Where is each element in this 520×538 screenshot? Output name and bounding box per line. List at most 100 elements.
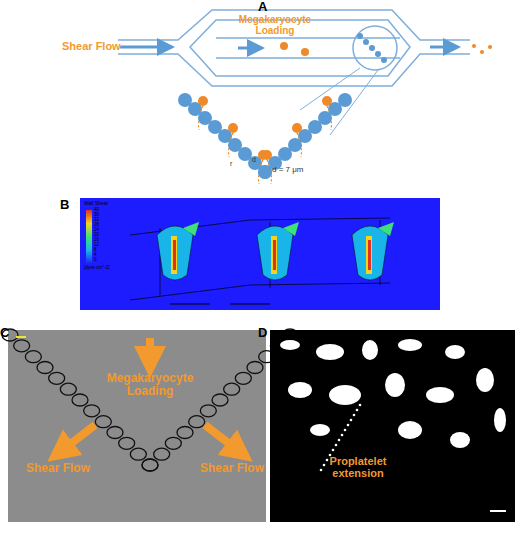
figure-shape bbox=[494, 408, 506, 432]
proplatelet-label: Proplatelet extension bbox=[318, 455, 398, 479]
figure-shape bbox=[350, 419, 353, 422]
figure-shape bbox=[357, 33, 387, 63]
figure-shape bbox=[273, 240, 276, 270]
figure-shape bbox=[60, 425, 95, 452]
figure-shape bbox=[173, 240, 176, 270]
figure-shape bbox=[283, 222, 299, 236]
figure-shape bbox=[338, 439, 341, 442]
figure-shape bbox=[170, 304, 210, 305]
figure-shape bbox=[344, 429, 347, 432]
figure-shape bbox=[450, 432, 470, 448]
figure-shape bbox=[228, 123, 238, 133]
panel-letter: B bbox=[60, 198, 69, 212]
figure-shape bbox=[258, 165, 272, 179]
figure-shape bbox=[190, 20, 410, 76]
figure-shape bbox=[235, 372, 251, 384]
figure-shape bbox=[381, 57, 387, 63]
figure-shape bbox=[157, 226, 193, 280]
figure-shape bbox=[178, 93, 352, 184]
figure-shape bbox=[118, 10, 470, 40]
figure-shape bbox=[280, 42, 288, 50]
figure-shape bbox=[288, 382, 312, 398]
figure-shape bbox=[154, 448, 170, 460]
figure-shape bbox=[445, 345, 465, 359]
colorbar-tick: 0 bbox=[94, 258, 97, 263]
figure-shape bbox=[84, 405, 100, 417]
figure-shape bbox=[322, 96, 332, 106]
figure-shape bbox=[198, 96, 208, 106]
figure-shape bbox=[230, 304, 270, 305]
figure-shape bbox=[353, 26, 397, 70]
figure-shape bbox=[212, 394, 228, 406]
colorbar-title: Wall Shear bbox=[84, 201, 108, 207]
figure-shape bbox=[107, 427, 123, 439]
figure-shape bbox=[323, 464, 326, 467]
figure-shape bbox=[130, 218, 390, 300]
figure-shape bbox=[385, 373, 405, 397]
figure-shape bbox=[341, 434, 344, 437]
figure-shape bbox=[262, 150, 272, 160]
figure-shape bbox=[120, 46, 172, 49]
figure-shape bbox=[165, 437, 181, 449]
flow-label: Shear Flow bbox=[62, 40, 121, 52]
figure-shape bbox=[130, 448, 146, 460]
figure-shape bbox=[301, 48, 309, 56]
figure-shape bbox=[353, 414, 356, 417]
figure-shape bbox=[280, 340, 300, 350]
figure-shape bbox=[430, 46, 458, 49]
figure-shape bbox=[8, 330, 266, 522]
figure-shape bbox=[300, 68, 360, 110]
figure-shape bbox=[14, 340, 30, 352]
figure-shape bbox=[238, 47, 262, 50]
figure-shape bbox=[142, 459, 158, 471]
figure-shape bbox=[118, 10, 470, 86]
figure-shape bbox=[347, 424, 350, 427]
figure-shape bbox=[60, 383, 76, 395]
figure-shape bbox=[257, 226, 293, 280]
panel-letter: A bbox=[258, 0, 267, 14]
figure-shape bbox=[95, 416, 111, 428]
figure-shape bbox=[72, 394, 88, 406]
figure-shape bbox=[363, 39, 369, 45]
figure-shape bbox=[476, 368, 494, 392]
figure-shape bbox=[310, 424, 330, 436]
figure-shape bbox=[375, 51, 381, 57]
loading-label: Megakaryocyte Loading bbox=[90, 372, 210, 398]
figure-shape bbox=[426, 387, 454, 403]
figure-shape bbox=[398, 421, 422, 439]
dimension: r bbox=[230, 160, 232, 168]
colorbar-unit: [dyne cm^-2] bbox=[84, 266, 110, 271]
dimension: d bbox=[252, 156, 256, 164]
figure-shape bbox=[357, 33, 363, 39]
figure-shape bbox=[2, 329, 298, 471]
figure-shape bbox=[316, 344, 344, 360]
figure-shape bbox=[80, 198, 440, 310]
figure-shape bbox=[368, 240, 371, 270]
figure-shape bbox=[320, 469, 323, 472]
figure-shape bbox=[271, 236, 277, 274]
figure-shape bbox=[356, 409, 359, 412]
figure-shape bbox=[326, 459, 329, 462]
figure-shape bbox=[49, 372, 65, 384]
figure-shape bbox=[488, 45, 492, 49]
figure-shape bbox=[359, 404, 362, 407]
figure-shape bbox=[378, 222, 394, 236]
figure-shape bbox=[366, 236, 372, 274]
figure-shape bbox=[332, 449, 335, 452]
figure-shape bbox=[362, 340, 378, 360]
figure-shape bbox=[130, 218, 390, 300]
figure-shape bbox=[205, 425, 240, 452]
figure-shape bbox=[292, 123, 302, 133]
figure-shape bbox=[480, 50, 484, 54]
figure-shape bbox=[472, 44, 476, 48]
figure-shape bbox=[224, 383, 240, 395]
figure-shape bbox=[270, 330, 515, 522]
figure-shape bbox=[118, 54, 470, 86]
figure-shape bbox=[369, 45, 375, 51]
figure-shape bbox=[258, 165, 272, 179]
dimension: d = 7 μm bbox=[272, 166, 304, 175]
figure-shape bbox=[171, 236, 177, 274]
flow-label: Shear Flow bbox=[200, 462, 264, 475]
